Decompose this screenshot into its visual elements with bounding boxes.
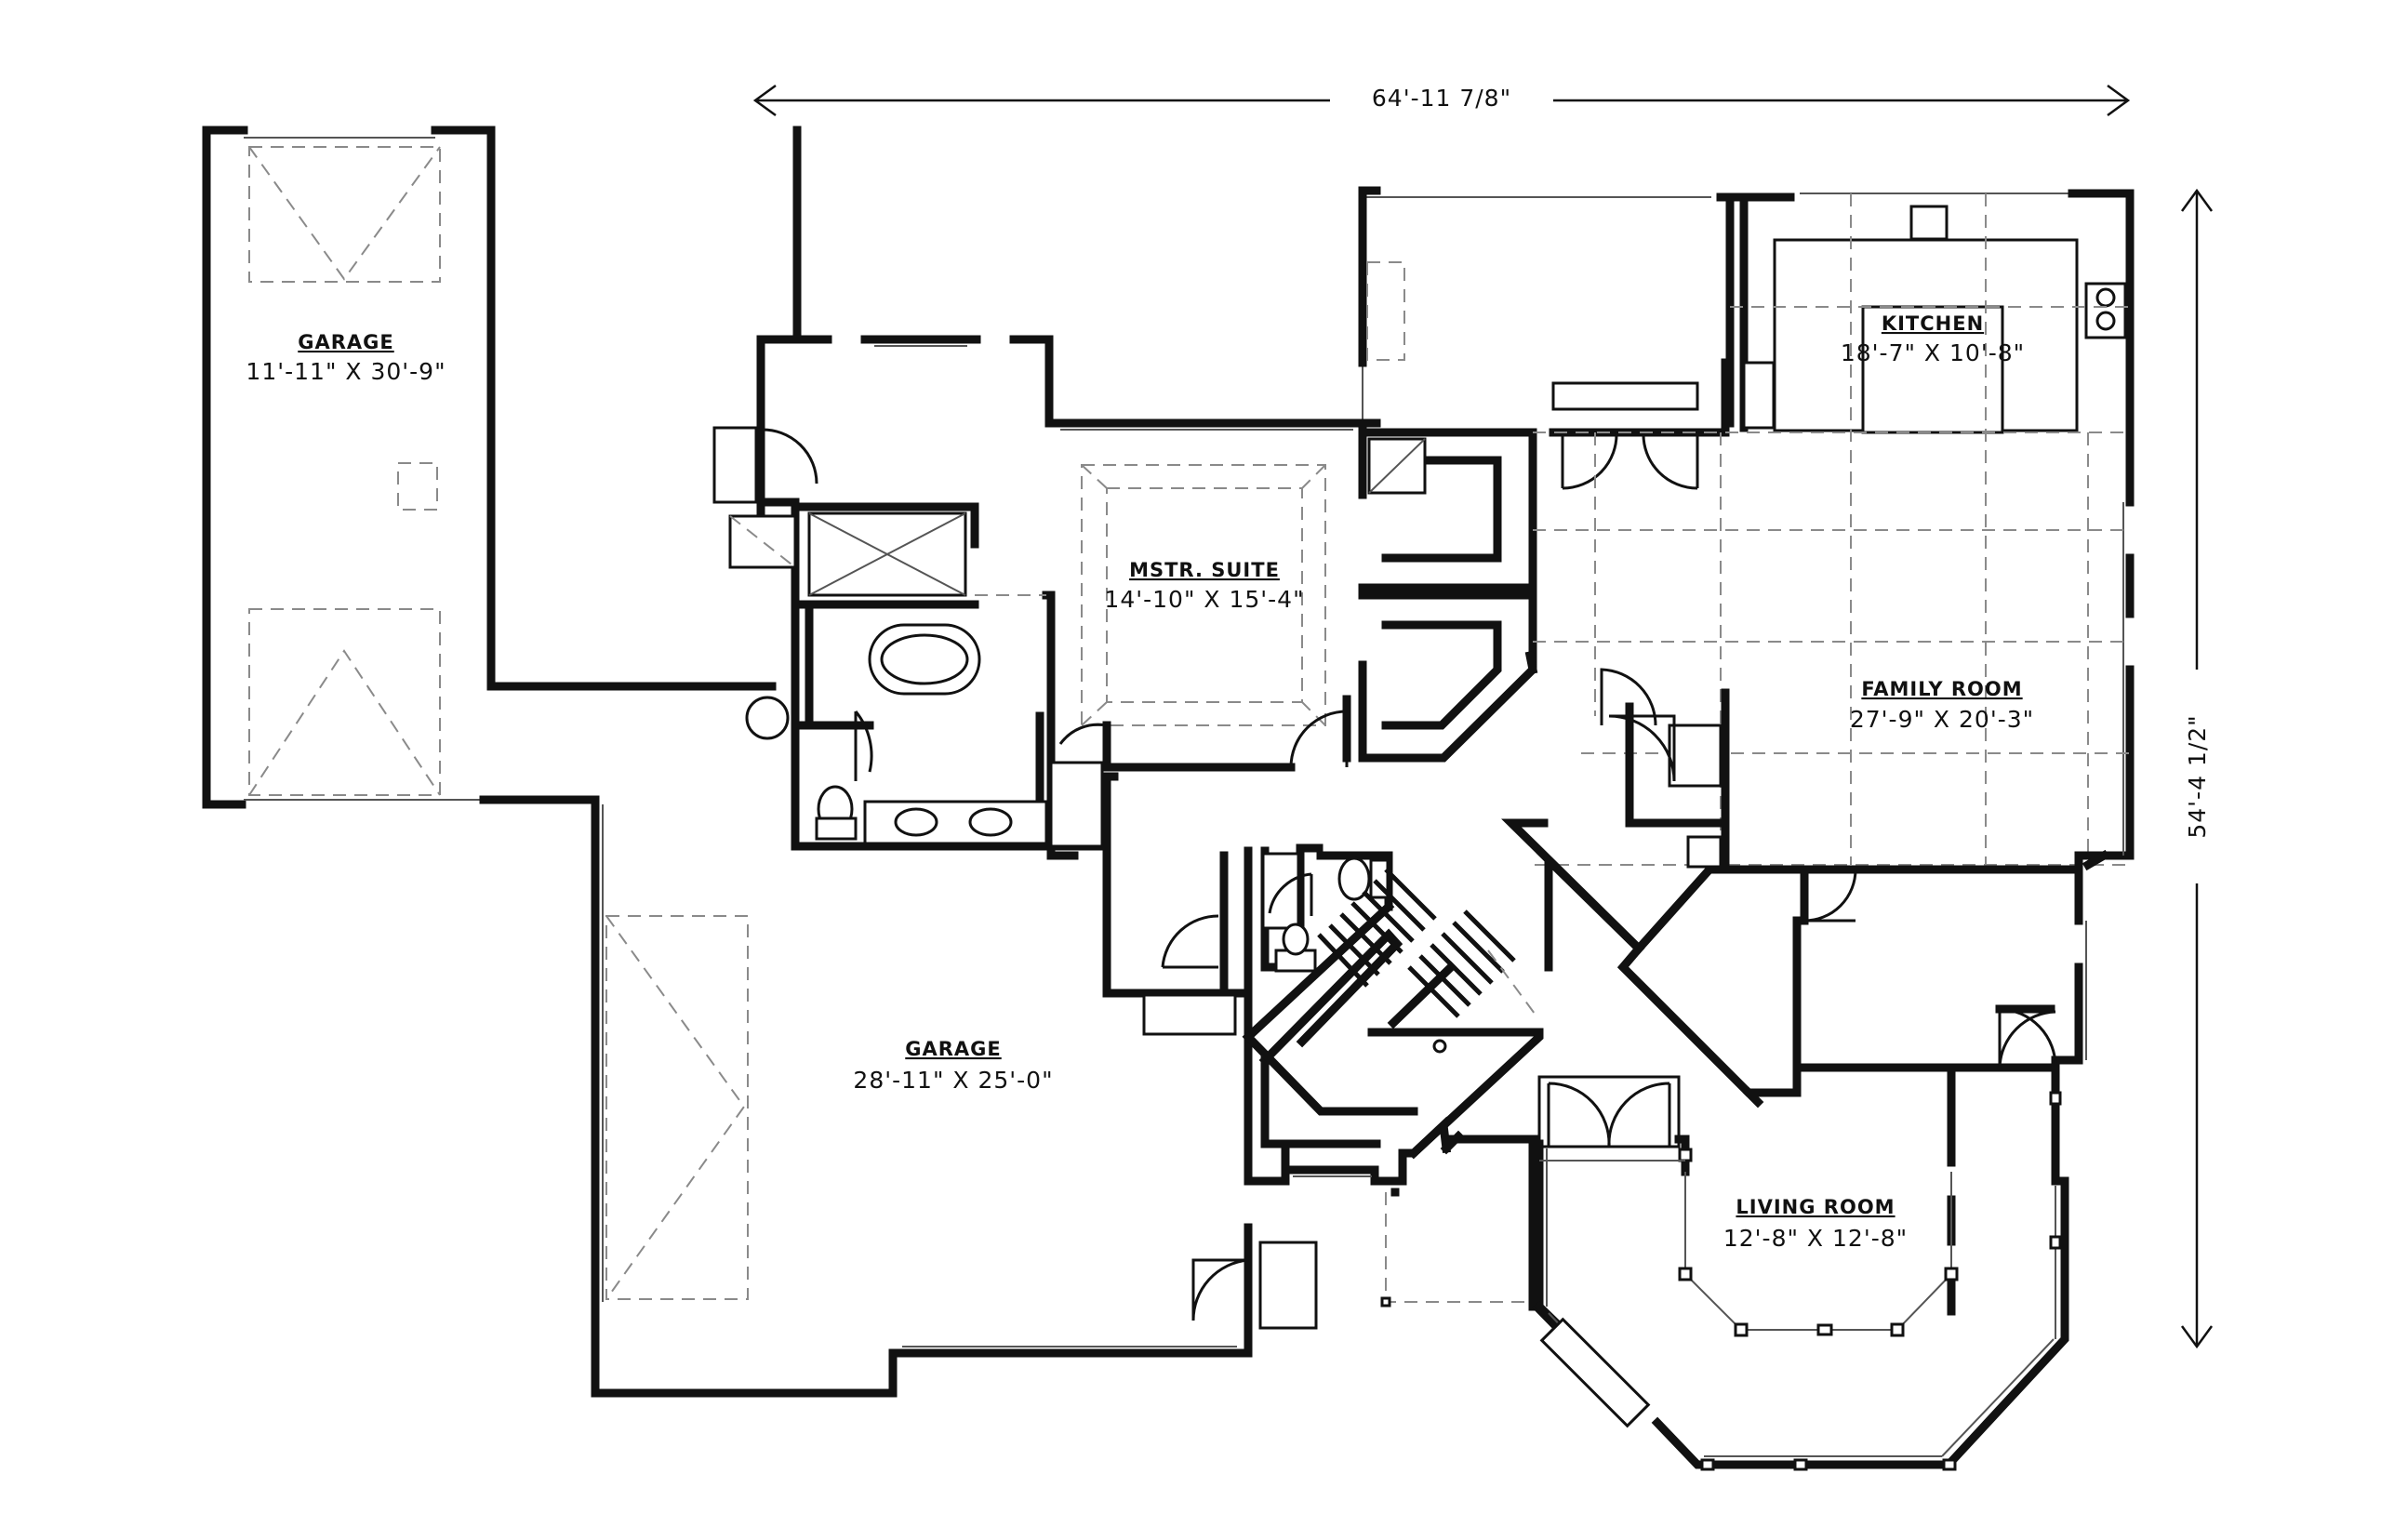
family-room-size: 27'-9" X 20'-3": [1850, 706, 2034, 733]
depth-dimension: 54'-4 1/2": [2176, 188, 2217, 1349]
kitchen-name: KITCHEN: [1882, 312, 1984, 335]
garage-main-name: GARAGE: [905, 1038, 1002, 1060]
living-room-size: 12'-8" X 12'-8": [1723, 1225, 1908, 1252]
room-labels: GARAGE 11'-11" X 30'-9" MSTR. SUITE 14'-…: [246, 312, 2034, 1252]
family-room-name: FAMILY ROOM: [1861, 678, 2022, 700]
kitchen-size: 18'-7" X 10'-8": [1841, 339, 2025, 366]
closets: [1349, 418, 1537, 763]
width-dimension: 64'-11 7/8": [752, 80, 2131, 117]
garage-main-size: 28'-11" X 25'-0": [853, 1067, 1053, 1094]
mstr-suite-size: 14'-10" X 15'-4": [1104, 586, 1304, 613]
kitchen-family: [1533, 189, 2135, 866]
depth-dimension-label: 54'-4 1/2": [2184, 714, 2211, 838]
garage-side-size: 11'-11" X 30'-9": [246, 358, 446, 385]
living-room-name: LIVING ROOM: [1736, 1196, 1895, 1218]
master-block: [712, 126, 1358, 860]
family-south: [1501, 650, 2108, 1109]
garage-side-name: GARAGE: [298, 331, 394, 353]
width-dimension-label: 64'-11 7/8": [1372, 85, 1511, 112]
stair-powder: [1242, 843, 1544, 1308]
mstr-suite-name: MSTR. SUITE: [1129, 559, 1280, 581]
side-garage: [202, 126, 777, 809]
living-room: [1446, 1004, 2069, 1471]
misc-walls: [792, 126, 2110, 1197]
